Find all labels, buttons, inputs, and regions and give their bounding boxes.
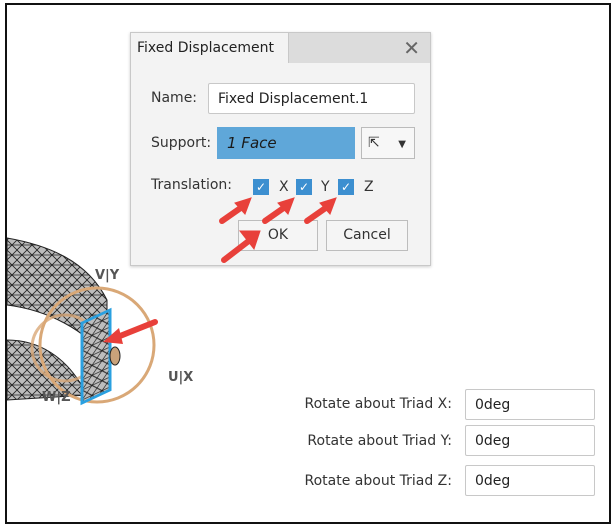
- y-label: Y: [321, 179, 330, 195]
- ok-button[interactable]: OK: [238, 220, 318, 251]
- z-label: Z: [364, 179, 374, 195]
- rotate-y-input[interactable]: 0deg: [465, 425, 595, 456]
- name-input[interactable]: Fixed Displacement.1: [208, 83, 415, 114]
- model-viewport[interactable]: [7, 230, 207, 430]
- cursor-icon: ⇱: [368, 135, 380, 151]
- triad-v-label: V|Y: [95, 268, 120, 283]
- selection-picker-button[interactable]: ⇱ ▼: [361, 127, 415, 159]
- arrow-icon: [112, 319, 158, 341]
- annotation-arrows: [219, 197, 337, 263]
- rotate-z-label: Rotate about Triad Z:: [304, 473, 453, 489]
- fixed-displacement-dialog: Fixed Displacement ✕ Name: Fixed Displac…: [130, 32, 431, 266]
- cancel-button[interactable]: Cancel: [326, 220, 408, 251]
- support-label: Support:: [151, 135, 212, 151]
- x-label: X: [279, 179, 289, 195]
- dialog-title: Fixed Displacement: [131, 33, 289, 63]
- name-label: Name:: [151, 90, 198, 106]
- rotate-x-input[interactable]: 0deg: [465, 389, 595, 420]
- rotate-z-input[interactable]: 0deg: [465, 465, 595, 496]
- triad-handle[interactable]: [109, 346, 121, 366]
- translation-y-checkbox[interactable]: ✓: [296, 179, 312, 195]
- translation-label: Translation:: [151, 177, 232, 193]
- arrow-head-icon: [103, 328, 123, 344]
- rotate-y-label: Rotate about Triad Y:: [307, 433, 452, 449]
- chevron-down-icon: ▼: [398, 139, 406, 150]
- translation-z-checkbox[interactable]: ✓: [338, 179, 354, 195]
- translation-x-checkbox[interactable]: ✓: [253, 179, 269, 195]
- title-bar: Fixed Displacement ✕: [131, 33, 430, 63]
- triad-u-label: U|X: [168, 370, 194, 385]
- selected-face: [80, 307, 112, 406]
- close-icon[interactable]: ✕: [403, 36, 420, 60]
- support-field[interactable]: 1 Face: [217, 127, 355, 159]
- triad-ring[interactable]: [38, 286, 156, 404]
- triad-w-label: W|Z: [42, 390, 71, 405]
- rotate-x-label: Rotate about Triad X:: [304, 396, 453, 412]
